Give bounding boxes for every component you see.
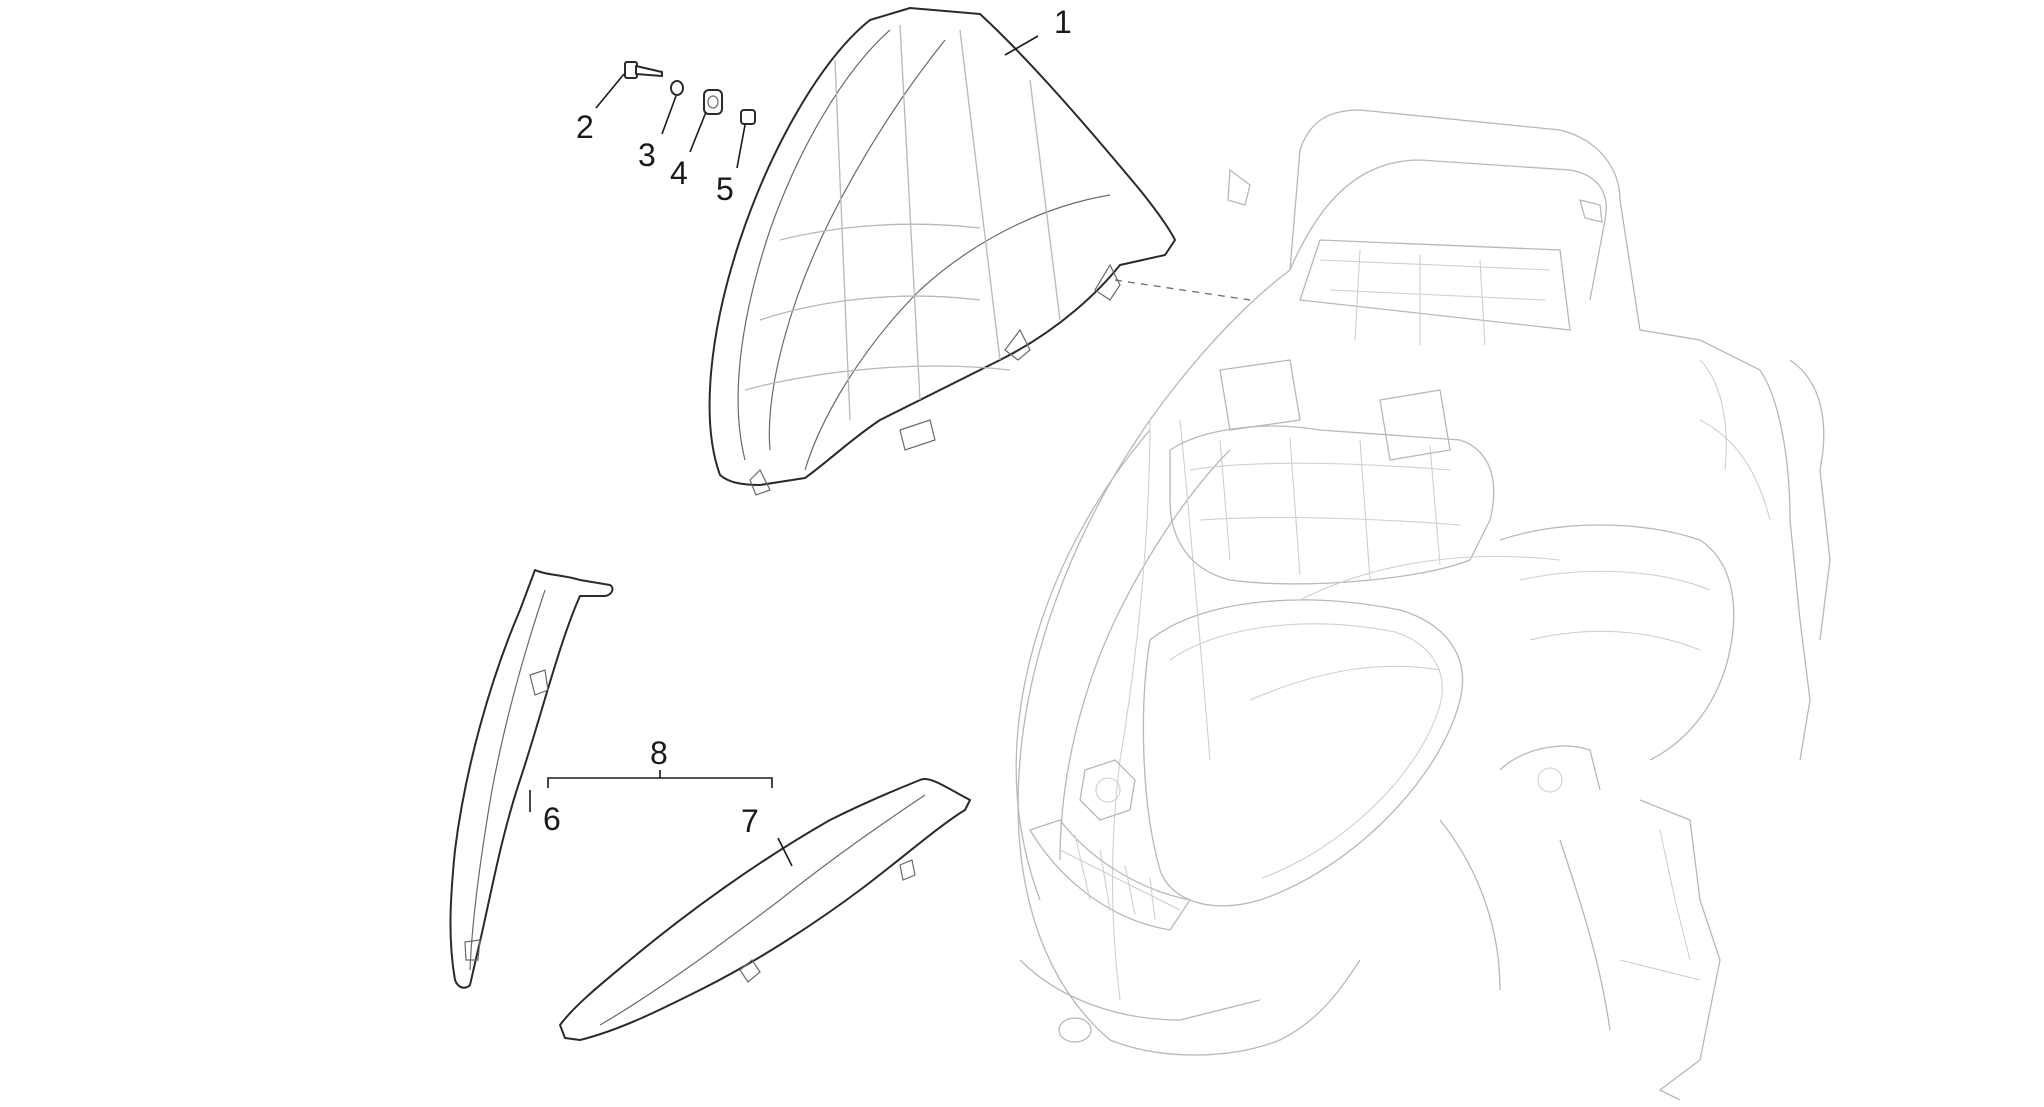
callout-4: 4 — [670, 155, 688, 191]
scooter-front-body — [1015, 109, 1831, 1101]
lower-side-trim-part — [559, 778, 971, 1041]
callout-labels: 1 2 3 4 5 6 7 8 — [543, 4, 1072, 839]
callout-6: 6 — [543, 801, 561, 837]
callout-3: 3 — [638, 137, 656, 173]
washer-part — [670, 80, 684, 96]
callout-1: 1 — [1054, 4, 1072, 40]
leader-lines — [529, 35, 1039, 867]
spacer-part — [740, 109, 756, 125]
screw-part — [624, 61, 663, 79]
callout-7: 7 — [741, 803, 759, 839]
left-side-trim-part — [449, 569, 614, 989]
group-bracket — [547, 777, 773, 788]
windshield-part — [708, 7, 1176, 496]
callout-5: 5 — [716, 171, 734, 207]
assembly-guide-line — [1114, 279, 1251, 301]
grommet-part — [703, 89, 723, 115]
callout-8: 8 — [650, 735, 668, 771]
callout-2: 2 — [576, 109, 594, 145]
